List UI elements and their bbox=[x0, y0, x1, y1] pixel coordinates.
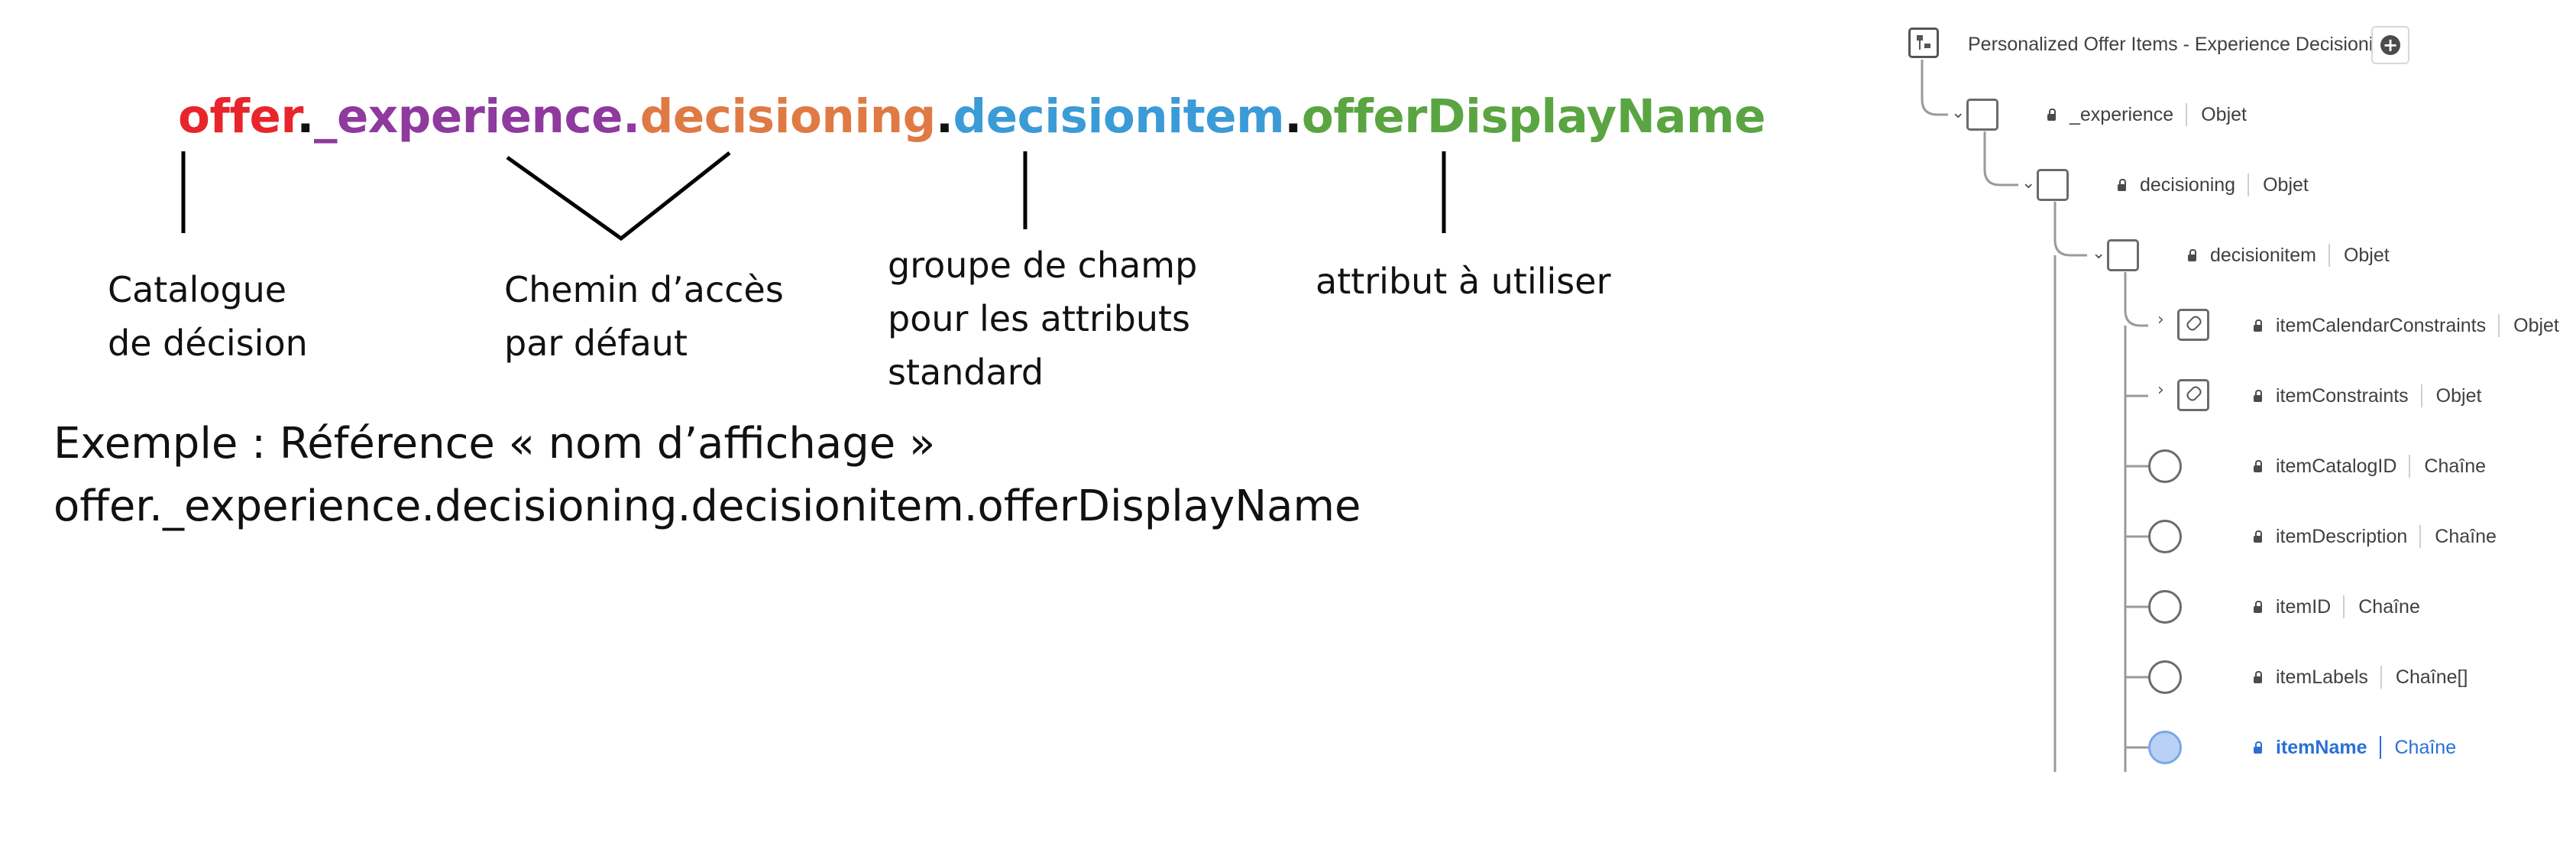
tree-node-experience[interactable]: _experience Objet bbox=[2047, 99, 2247, 130]
tree-node-itemid[interactable]: itemID Chaîne bbox=[2254, 592, 2420, 622]
plus-circle-icon: + bbox=[2380, 35, 2400, 55]
segment-experience: _experience. bbox=[313, 89, 640, 144]
label-default-path: Chemin d’accès par défaut bbox=[504, 263, 784, 370]
segment-dot: . bbox=[296, 89, 314, 144]
path-expression: offer._experience.decisioning.decisionit… bbox=[178, 83, 1765, 151]
link-object-icon[interactable] bbox=[2177, 309, 2209, 341]
field-node-icon[interactable] bbox=[2148, 520, 2182, 553]
divider bbox=[2380, 666, 2382, 689]
example-title: Exemple : Référence « nom d’affichage » bbox=[53, 419, 936, 469]
chevron-down-icon[interactable]: ⌄ bbox=[2092, 244, 2106, 263]
pointer-default-path bbox=[506, 151, 731, 242]
divider bbox=[2409, 455, 2411, 478]
node-type: Chaîne bbox=[2394, 736, 2457, 758]
tree-node-itemname[interactable]: itemName Chaîne bbox=[2254, 732, 2456, 763]
tree-node-itemlabels[interactable]: itemLabels Chaîne[] bbox=[2254, 662, 2468, 692]
node-type: Objet bbox=[2435, 384, 2482, 407]
tree-connectors bbox=[1921, 60, 2148, 772]
schema-tree: Personalized Offer Items - Experience De… bbox=[1879, 0, 2576, 780]
field-node-icon[interactable] bbox=[2148, 449, 2182, 483]
label-attribute: attribut à utiliser bbox=[1316, 255, 1611, 308]
lock-icon bbox=[2254, 319, 2262, 332]
tree-node-decisionitem[interactable]: decisionitem Objet bbox=[2188, 240, 2390, 271]
node-name: itemLabels bbox=[2276, 666, 2368, 688]
tree-node-decisioning[interactable]: decisioning Objet bbox=[2118, 170, 2309, 200]
tree-node-itemcalendarconstraints[interactable]: itemCalendarConstraints Objet bbox=[2254, 310, 2559, 341]
node-type: Chaîne bbox=[2358, 595, 2420, 618]
chevron-right-icon[interactable]: › bbox=[2157, 381, 2164, 400]
segment-decisioning: decisioning bbox=[639, 89, 937, 144]
tree-node-itemcatalogid[interactable]: itemCatalogID Chaîne bbox=[2254, 451, 2486, 481]
node-type: Chaîne bbox=[2424, 455, 2487, 477]
node-type: Chaîne bbox=[2435, 525, 2497, 547]
chevron-right-icon[interactable]: › bbox=[2157, 310, 2164, 329]
node-type: Objet bbox=[2513, 314, 2559, 336]
lock-icon bbox=[2047, 108, 2056, 121]
object-node-icon[interactable] bbox=[2037, 169, 2069, 201]
node-type: Objet bbox=[2263, 173, 2309, 196]
field-node-icon[interactable] bbox=[2148, 590, 2182, 624]
node-name: decisioning bbox=[2140, 173, 2236, 196]
node-name: itemCalendarConstraints bbox=[2276, 314, 2487, 336]
divider bbox=[2379, 736, 2381, 759]
divider bbox=[2248, 173, 2250, 196]
divider bbox=[2420, 384, 2422, 407]
label-path-line2: par défaut bbox=[504, 323, 688, 364]
chevron-down-icon[interactable]: ⌄ bbox=[2021, 173, 2036, 193]
lock-icon bbox=[2188, 248, 2196, 261]
node-type: Objet bbox=[2201, 103, 2247, 125]
schema-root-title: Personalized Offer Items - Experience De… bbox=[1968, 33, 2395, 55]
node-name: _experience bbox=[2070, 103, 2174, 125]
node-type: Objet bbox=[2343, 244, 2390, 266]
object-node-icon[interactable] bbox=[1966, 99, 1998, 131]
tree-node-itemdescription[interactable]: itemDescription Chaîne bbox=[2254, 521, 2497, 552]
tree-node-itemconstraints[interactable]: itemConstraints Objet bbox=[2254, 381, 2481, 411]
example-path: offer._experience.decisioning.decisionit… bbox=[53, 481, 1361, 531]
label-catalog: Catalogue de décision bbox=[108, 263, 308, 370]
label-field-group: groupe de champ pour les attributs stand… bbox=[888, 238, 1197, 399]
lock-icon bbox=[2118, 178, 2126, 191]
lock-icon bbox=[2254, 670, 2262, 683]
label-group-line3: standard bbox=[888, 352, 1044, 393]
node-name: itemName bbox=[2276, 736, 2367, 758]
object-node-icon[interactable] bbox=[2107, 239, 2139, 271]
field-node-icon-selected[interactable] bbox=[2148, 731, 2182, 764]
segment-dot: . bbox=[1284, 89, 1302, 144]
segment-decisionitem: decisionitem bbox=[953, 89, 1285, 144]
segment-dot: . bbox=[935, 89, 953, 144]
node-name: itemDescription bbox=[2276, 525, 2408, 547]
lock-icon bbox=[2254, 530, 2262, 543]
lock-icon bbox=[2254, 389, 2262, 402]
divider bbox=[2186, 103, 2188, 126]
chevron-down-icon[interactable]: ⌄ bbox=[1951, 103, 1966, 122]
node-name: itemConstraints bbox=[2276, 384, 2409, 407]
label-path-line1: Chemin d’accès bbox=[504, 269, 784, 310]
divider bbox=[2419, 525, 2422, 548]
node-name: itemID bbox=[2276, 595, 2332, 618]
label-group-line2: pour les attributs bbox=[888, 298, 1191, 339]
label-attribute-line1: attribut à utiliser bbox=[1316, 261, 1611, 302]
node-type: Chaîne[] bbox=[2395, 666, 2468, 688]
lock-icon bbox=[2254, 459, 2262, 472]
divider bbox=[2328, 244, 2330, 267]
label-catalog-line1: Catalogue bbox=[108, 269, 287, 310]
divider bbox=[2498, 314, 2500, 337]
label-catalog-line2: de décision bbox=[108, 323, 308, 364]
label-group-line1: groupe de champ bbox=[888, 245, 1198, 286]
link-object-icon[interactable] bbox=[2177, 379, 2209, 411]
node-name: decisionitem bbox=[2210, 244, 2316, 266]
pointer-lines bbox=[181, 151, 1446, 242]
lock-icon bbox=[2254, 600, 2262, 613]
divider bbox=[2343, 595, 2345, 618]
add-field-button[interactable]: + bbox=[2371, 26, 2409, 64]
lock-icon bbox=[2254, 741, 2262, 754]
node-name: itemCatalogID bbox=[2276, 455, 2397, 477]
field-node-icon[interactable] bbox=[2148, 660, 2182, 694]
segment-offer: offer bbox=[178, 89, 297, 144]
segment-offerdisplayname: offerDisplayName bbox=[1301, 89, 1766, 144]
schema-icon bbox=[1908, 28, 1939, 58]
